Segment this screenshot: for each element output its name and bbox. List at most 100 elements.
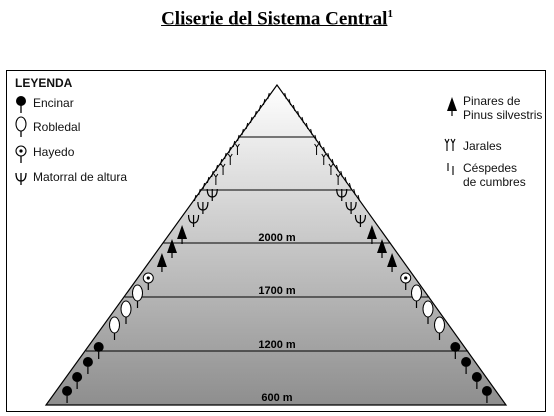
cesped-tick-11 [305, 122, 309, 130]
cesped-tick-18 [228, 146, 231, 154]
encinar-icon [16, 96, 26, 113]
cesped-tick-2 [262, 98, 266, 106]
encinar-icon-28 [93, 342, 104, 359]
altitude-label-1700: 1700 m [258, 285, 296, 297]
cesped-tick-5 [292, 104, 296, 112]
cesped-tick-8 [250, 116, 253, 124]
robledal-icon-22 [132, 284, 143, 308]
cesped-tick-31 [348, 182, 352, 190]
legend-right: Pinares de Pinus silvestris Jarales Césp… [444, 94, 542, 189]
slope-vegetation-symbols [62, 143, 492, 403]
legend-label-pinar-2: Pinus silvestris [463, 108, 542, 122]
cesped-tick-4 [258, 104, 262, 112]
matorral-icon-13 [354, 214, 367, 227]
mountain-pyramid [44, 83, 508, 406]
cesped-tick-25 [336, 164, 339, 172]
cesped-tick-19 [323, 146, 326, 154]
robledal-icon-27 [434, 316, 445, 340]
pinar-icon-18 [156, 253, 167, 272]
figure-frame: 2000 m 1700 m 1200 m 600 m LEYENDA Encin… [6, 70, 546, 412]
title-text: Cliserie del Sistema Central [161, 8, 388, 30]
jaral-icon-2 [227, 153, 233, 165]
pinar-icon-16 [167, 239, 177, 258]
legend-item-pinar: Pinares de Pinus silvestris [447, 94, 542, 122]
robledal-icon-26 [109, 316, 120, 340]
encinar-icon-29 [450, 342, 461, 359]
legend-item-cesped: Céspedes de cumbres [447, 161, 526, 189]
cesped-tick-7 [297, 110, 300, 118]
legend-label-cesped-2: de cumbres [463, 175, 526, 189]
encinar-icon-32 [72, 372, 83, 389]
cesped-tick-13 [310, 128, 313, 136]
pinar-icon-15 [366, 225, 377, 244]
jaral-icon-5 [328, 163, 334, 175]
pinar-icon-19 [387, 253, 398, 272]
cesped-tick-16 [232, 140, 236, 148]
robledal-icon-23 [411, 284, 422, 308]
page-title: Cliserie del Sistema Central1 [0, 8, 554, 30]
legend-label-hayedo: Hayedo [33, 145, 75, 159]
robledal-icon-25 [422, 300, 434, 324]
jaral-icon-6 [213, 173, 219, 185]
jaral-icon-0 [235, 143, 240, 155]
legend-label-matorral: Matorral de altura [33, 170, 127, 184]
cesped-tick-21 [327, 152, 330, 160]
robledal-icon-24 [120, 300, 132, 324]
cesped-tick-35 [357, 194, 361, 202]
cesped-tick-12 [241, 128, 244, 136]
cesped-icon [447, 163, 454, 175]
jaral-icon-7 [335, 173, 341, 185]
cesped-tick-24 [215, 164, 218, 172]
pinar-icon [447, 97, 457, 116]
cesped-tick-9 [301, 116, 304, 124]
cesped-tick-10 [245, 122, 249, 130]
cesped-tick-23 [331, 158, 335, 166]
jaral-icon-1 [314, 143, 319, 155]
cesped-tick-28 [206, 176, 210, 184]
encinar-icon-31 [461, 357, 472, 374]
jaral-icon-3 [321, 153, 327, 165]
summit-ticks [193, 92, 361, 202]
cesped-tick-20 [224, 152, 227, 160]
legend-item-robledal: Robledal [15, 116, 80, 137]
matorral-icon [15, 172, 27, 185]
robledal-icon [15, 116, 27, 137]
cesped-tick-1 [284, 92, 287, 100]
pinar-icon-17 [377, 239, 387, 258]
legend-item-hayedo: Hayedo [15, 145, 75, 163]
cesped-tick-29 [344, 176, 348, 184]
cesped-tick-14 [237, 134, 240, 142]
altitude-label-600: 600 m [261, 392, 292, 404]
cesped-tick-32 [198, 188, 201, 196]
cesped-tick-26 [211, 170, 214, 178]
title-footnote-mark: 1 [387, 8, 393, 20]
legend-left: LEYENDA Encinar Robledal [15, 76, 127, 185]
cesped-tick-34 [193, 194, 197, 202]
encinar-icon-33 [471, 372, 482, 389]
cesped-tick-30 [202, 182, 206, 190]
cesped-tick-17 [318, 140, 322, 148]
cesped-tick-3 [288, 98, 292, 106]
matorral-icon-9 [336, 188, 348, 201]
legend-label-jaral: Jarales [463, 139, 502, 153]
cesped-tick-22 [219, 158, 223, 166]
legend-label-cesped-1: Céspedes [463, 161, 517, 175]
altitude-band-lines [85, 136, 469, 352]
legend-label-robledal: Robledal [33, 120, 80, 134]
cesped-tick-6 [254, 110, 257, 118]
hayedo-icon [15, 145, 27, 163]
legend-heading: LEYENDA [15, 76, 73, 90]
matorral-icon-12 [187, 214, 200, 227]
matorral-icon-11 [345, 201, 357, 214]
hayedo-icon-20 [142, 272, 154, 290]
cesped-tick-0 [267, 92, 270, 100]
hayedo-icon-21 [400, 272, 412, 290]
altitude-label-2000: 2000 m [258, 232, 296, 244]
encinar-icon-35 [481, 386, 492, 403]
legend-label-encinar: Encinar [33, 96, 74, 110]
legend-label-pinar-1: Pinares de [463, 94, 521, 108]
encinar-icon-34 [62, 386, 73, 403]
legend-item-encinar: Encinar [16, 96, 74, 113]
matorral-icon-10 [197, 201, 209, 214]
cesped-tick-33 [353, 188, 356, 196]
